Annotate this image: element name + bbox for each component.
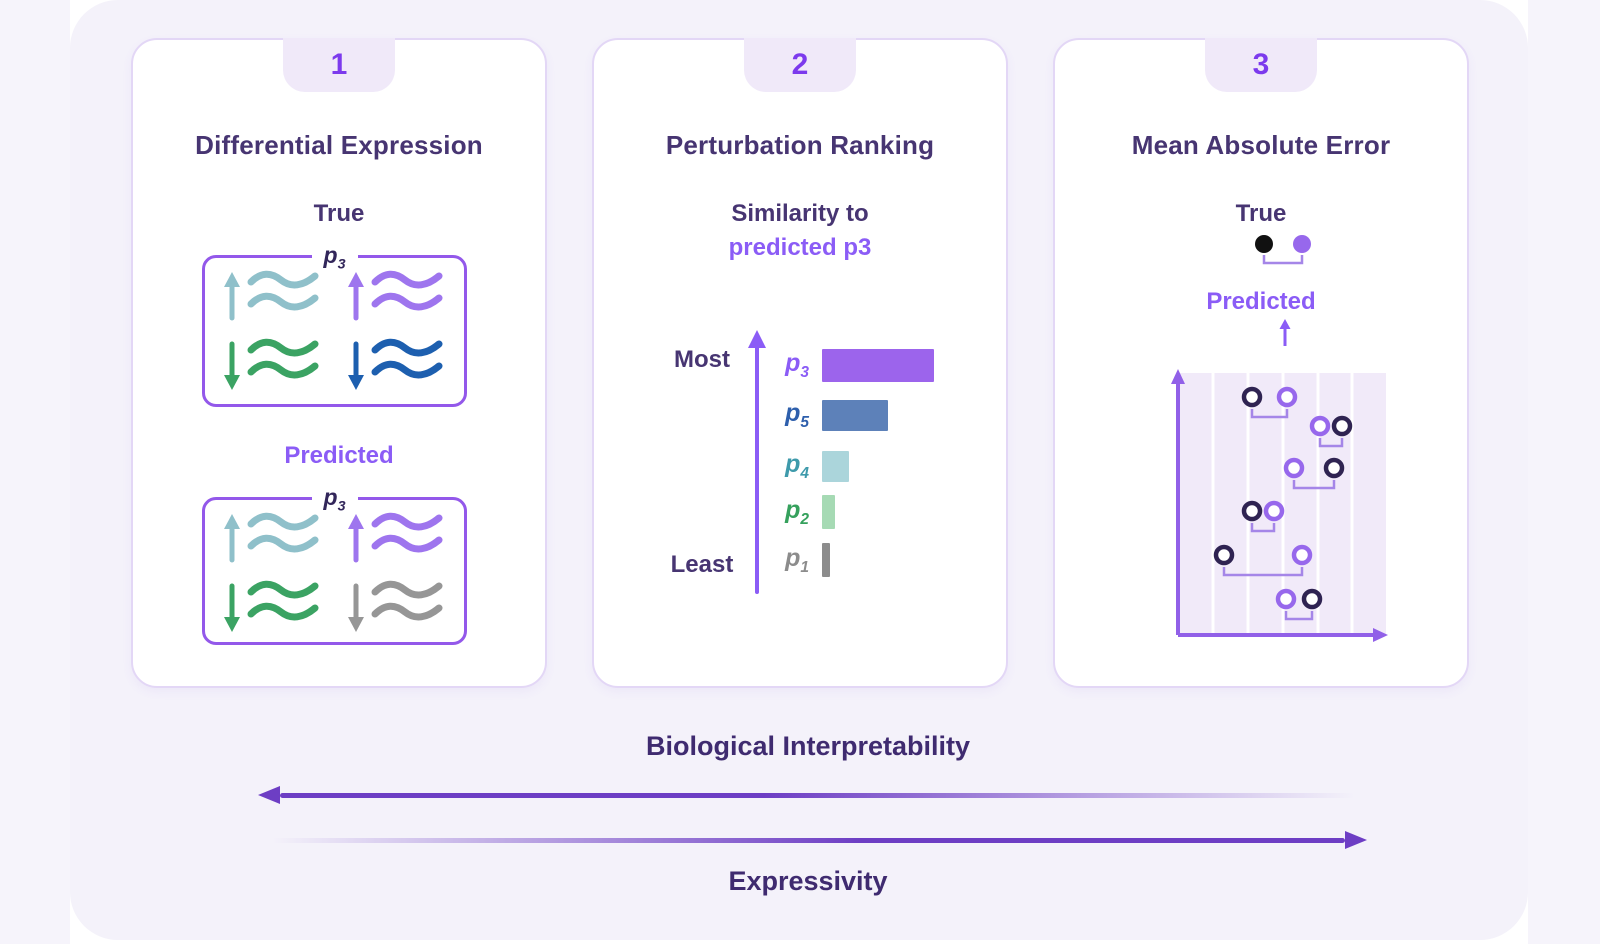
ranking-row: p3	[760, 349, 934, 382]
predicted-pointer-arrow-icon	[1279, 319, 1291, 346]
ranking-row: p4	[760, 450, 849, 482]
left-margin-strip	[0, 0, 70, 944]
down-regulated-genes-icon	[224, 338, 319, 390]
perturbation-p3-label: p3	[311, 484, 358, 515]
step-badge-3: 3	[1205, 38, 1317, 92]
gene-wave-group	[221, 578, 331, 636]
panel-title: Perturbation Ranking	[665, 130, 935, 160]
biological-interpretability-label: Biological Interpretability	[645, 731, 971, 761]
true-dot-icon	[1255, 235, 1273, 253]
similarity-bar	[822, 451, 849, 482]
card-perturbation-ranking: 2 Perturbation Ranking Similarity to pre…	[592, 38, 1008, 688]
gene-wave-group	[345, 336, 455, 394]
predicted-expression-box: p3	[202, 484, 467, 645]
similarity-bar	[822, 495, 835, 529]
gene-wave-group	[345, 510, 455, 568]
down-regulated-genes-icon	[348, 580, 443, 632]
up-regulated-genes-icon	[224, 512, 319, 563]
step-badge-2: 2	[744, 38, 856, 92]
predicted-label: Predicted	[1206, 288, 1316, 315]
perturbation-label: p2	[785, 495, 809, 528]
similarity-bar	[822, 349, 934, 382]
perturbation-label: p5	[785, 399, 809, 431]
up-regulated-genes-icon	[348, 512, 443, 563]
interpretability-arrowhead-icon	[258, 786, 280, 804]
ranking-row: p1	[760, 543, 830, 577]
expressivity-label: Expressivity	[728, 866, 888, 896]
most-label: Most	[674, 346, 730, 373]
ranking-axis-arrow-icon	[748, 330, 766, 594]
perturbation-p3-label: p3	[311, 242, 358, 273]
up-regulated-genes-icon	[348, 270, 443, 321]
similarity-subtitle-line1: Similarity to	[731, 200, 869, 227]
interpretability-arrow-icon	[280, 793, 1355, 798]
expressivity-arrow-icon	[272, 838, 1345, 843]
ranking-row: p2	[760, 495, 835, 529]
down-regulated-genes-icon	[348, 338, 443, 390]
gene-wave-group	[345, 578, 455, 636]
predicted-label: Predicted	[284, 442, 394, 469]
predicted-dot-icon	[1293, 235, 1311, 253]
perturbation-label: p4	[785, 450, 809, 482]
card-differential-expression: 1 Differential Expression True p3 Predic…	[131, 38, 547, 688]
down-regulated-genes-icon	[224, 580, 319, 632]
right-margin-strip	[1528, 0, 1600, 944]
panel-title: Differential Expression	[195, 130, 483, 160]
step-badge-1: 1	[283, 38, 395, 92]
perturbation-label: p3	[785, 349, 809, 381]
true-label: True	[1235, 200, 1287, 227]
panel-title: Mean Absolute Error	[1131, 130, 1391, 160]
expressivity-arrowhead-icon	[1345, 831, 1367, 849]
least-label: Least	[670, 551, 734, 578]
pair-bracket-icon	[1262, 255, 1304, 265]
gene-wave-group	[345, 268, 455, 326]
gene-wave-group	[221, 268, 331, 326]
gene-wave-group	[221, 336, 331, 394]
true-expression-box: p3	[202, 242, 467, 407]
gene-wave-group	[221, 510, 331, 568]
ranking-row: p5	[760, 399, 888, 431]
mae-scatter-plot	[1171, 369, 1388, 642]
card-mean-absolute-error: 3 Mean Absolute Error True Predicted	[1053, 38, 1469, 688]
up-regulated-genes-icon	[224, 270, 319, 321]
similarity-bar	[822, 400, 888, 431]
similarity-bar	[822, 543, 830, 577]
similarity-subtitle-line2: predicted p3	[728, 234, 872, 261]
perturbation-label: p1	[785, 543, 809, 576]
true-label: True	[313, 200, 365, 227]
